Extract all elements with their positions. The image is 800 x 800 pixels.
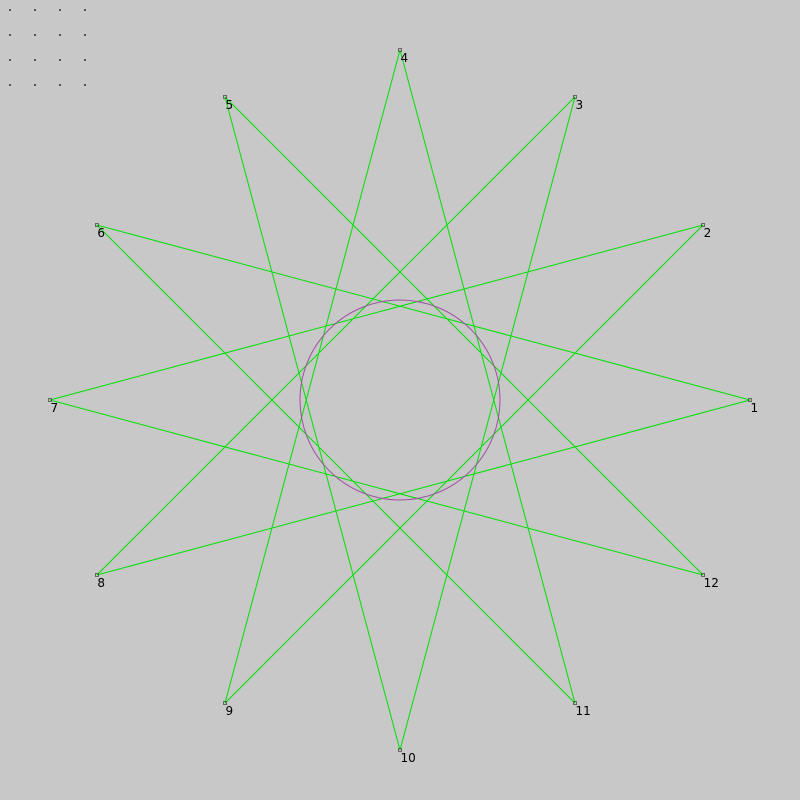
vertex-marker-9	[223, 701, 227, 705]
vertex-marker-1	[748, 398, 752, 402]
vertex-marker-7	[48, 398, 52, 402]
star-edge-7-12	[49, 399, 704, 576]
star-edge-4-9	[224, 49, 401, 704]
grid-dot	[59, 9, 61, 11]
vertex-label-12: 12	[704, 576, 719, 590]
vertex-marker-8	[95, 573, 99, 577]
star-edge-2-7	[49, 224, 704, 401]
vertex-label-5: 5	[226, 98, 234, 112]
star-lines	[49, 49, 751, 751]
vertex-markers	[48, 48, 752, 752]
grid-dot	[34, 9, 36, 11]
grid-dot	[84, 84, 86, 86]
vertex-marker-6	[95, 223, 99, 227]
star-edge-11-4	[399, 49, 576, 704]
star-edge-10-3	[399, 96, 576, 751]
star-edge-9-2	[224, 224, 704, 704]
center-circle	[299, 299, 501, 501]
star-edge-8-1	[96, 399, 751, 576]
vertex-label-2: 2	[704, 226, 712, 240]
vertex-label-4: 4	[401, 51, 409, 65]
grid-dot	[34, 59, 36, 61]
vertex-marker-5	[223, 95, 227, 99]
vertex-label-8: 8	[97, 576, 105, 590]
star-edge-3-8	[96, 96, 576, 576]
vertex-marker-10	[398, 748, 402, 752]
vertex-marker-11	[573, 701, 577, 705]
grid-dot	[59, 84, 61, 86]
grid-dot	[34, 34, 36, 36]
grid-dot	[34, 84, 36, 86]
grid-dot	[84, 34, 86, 36]
vertex-marker-12	[701, 573, 705, 577]
vertex-label-1: 1	[751, 401, 759, 415]
vertex-label-9: 9	[226, 704, 234, 718]
dot-grid	[9, 9, 86, 86]
vertex-label-7: 7	[51, 401, 59, 415]
vertex-label-10: 10	[401, 751, 416, 765]
vertex-marker-4	[398, 48, 402, 52]
star-edge-12-5	[224, 96, 704, 576]
grid-dot	[9, 34, 11, 36]
grid-dot	[9, 59, 11, 61]
grid-dot	[9, 84, 11, 86]
grid-dot	[84, 9, 86, 11]
vertex-label-6: 6	[97, 226, 105, 240]
vertex-marker-2	[701, 223, 705, 227]
star-edge-1-6	[96, 224, 751, 401]
grid-dot	[59, 34, 61, 36]
star-edge-6-11	[96, 224, 576, 704]
grid-dot	[9, 9, 11, 11]
star-edge-5-10	[224, 96, 401, 751]
vertex-marker-3	[573, 95, 577, 99]
grid-dot	[59, 59, 61, 61]
grid-dot	[84, 59, 86, 61]
vertex-label-11: 11	[576, 704, 591, 718]
vertex-label-3: 3	[576, 98, 584, 112]
